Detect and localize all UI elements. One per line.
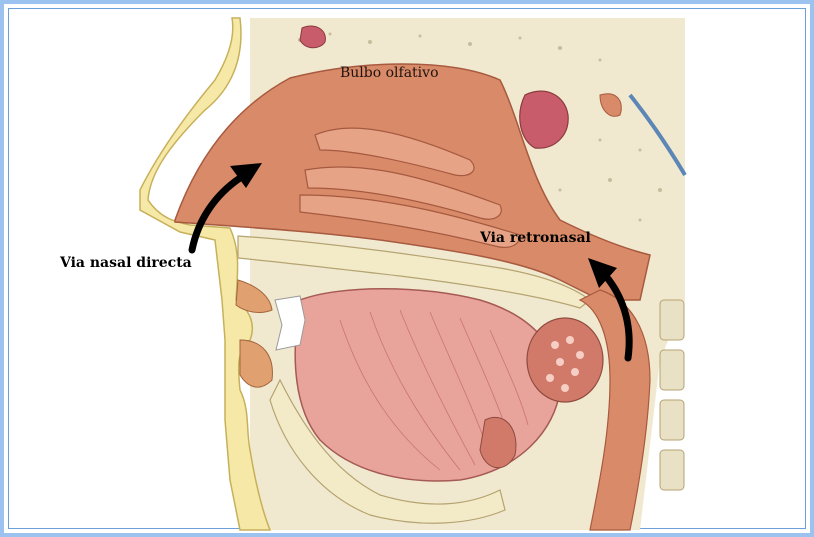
label-bulbo-olfativo: Bulbo olfativo <box>340 66 439 80</box>
frontal-sinus <box>300 26 325 48</box>
vertebrae <box>660 300 684 490</box>
label-via-nasal-directa: Via nasal directa <box>60 256 192 270</box>
tongue <box>295 289 560 481</box>
label-via-retronasal: Via retronasal <box>480 231 591 245</box>
